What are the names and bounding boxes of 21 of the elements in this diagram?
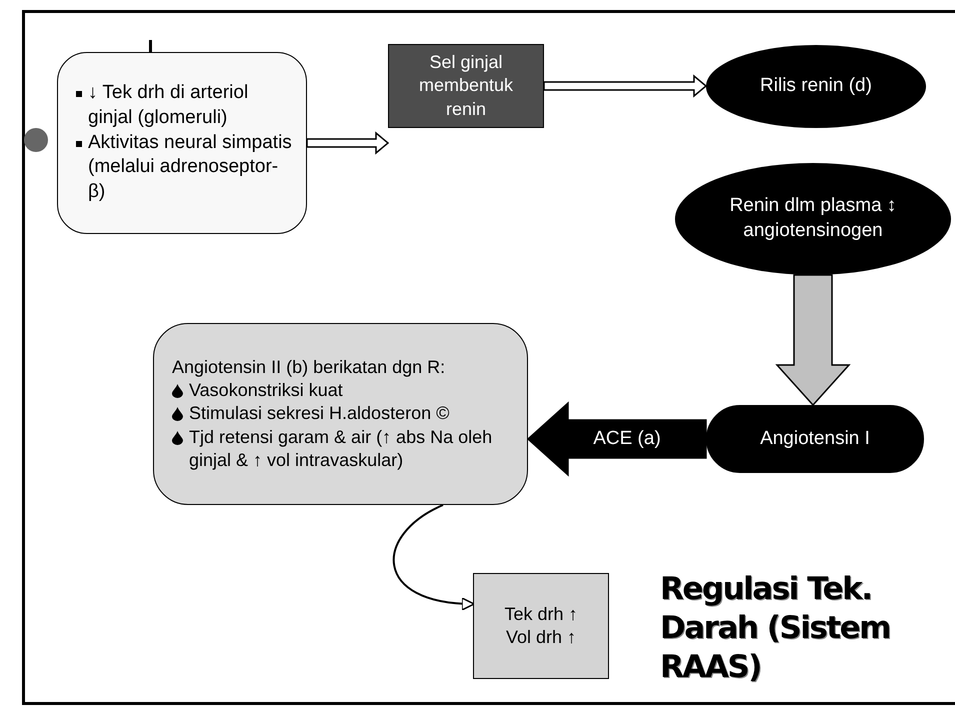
result-box xyxy=(473,573,609,679)
outline-arrow xyxy=(306,131,390,155)
process-box xyxy=(57,52,307,234)
node-text: Aktivitas neural simpatis (melalui adrenoseptor-β) xyxy=(88,130,293,204)
block-arrow xyxy=(775,274,851,406)
process-box xyxy=(153,323,528,505)
node-text: Stimulasi sekresi H.aldosteron © xyxy=(189,402,450,426)
title: Regulasi Tek. Darah (Sistem RAAS) xyxy=(660,570,891,686)
node-text: ↓ Tek drh di arteriol ginjal (glomeruli) xyxy=(88,81,250,130)
node-text: Rilis renin (d) xyxy=(760,74,872,98)
process-box xyxy=(388,44,544,128)
node-text: Sel ginjal membentuk renin xyxy=(418,50,514,121)
node-text: Vasokonstriksi kuat xyxy=(189,378,343,402)
node-text: Tek drh ↑ Vol drh ↑ xyxy=(503,602,579,649)
node-text: Angiotensin I xyxy=(760,426,870,451)
node-text: Angiotensin II (b) berikatan dgn R: xyxy=(172,356,446,379)
outline-arrow xyxy=(543,74,708,98)
edge-label: ACE (a) xyxy=(591,428,663,450)
curved-arrow xyxy=(393,504,475,610)
node-text: Tjd retensi garam & air (↑ abs Na oleh ginjal & ↑ vol intravaskular) xyxy=(189,426,494,472)
node-text: Renin dlm plasma ↕ angiotensinogen xyxy=(728,194,898,243)
